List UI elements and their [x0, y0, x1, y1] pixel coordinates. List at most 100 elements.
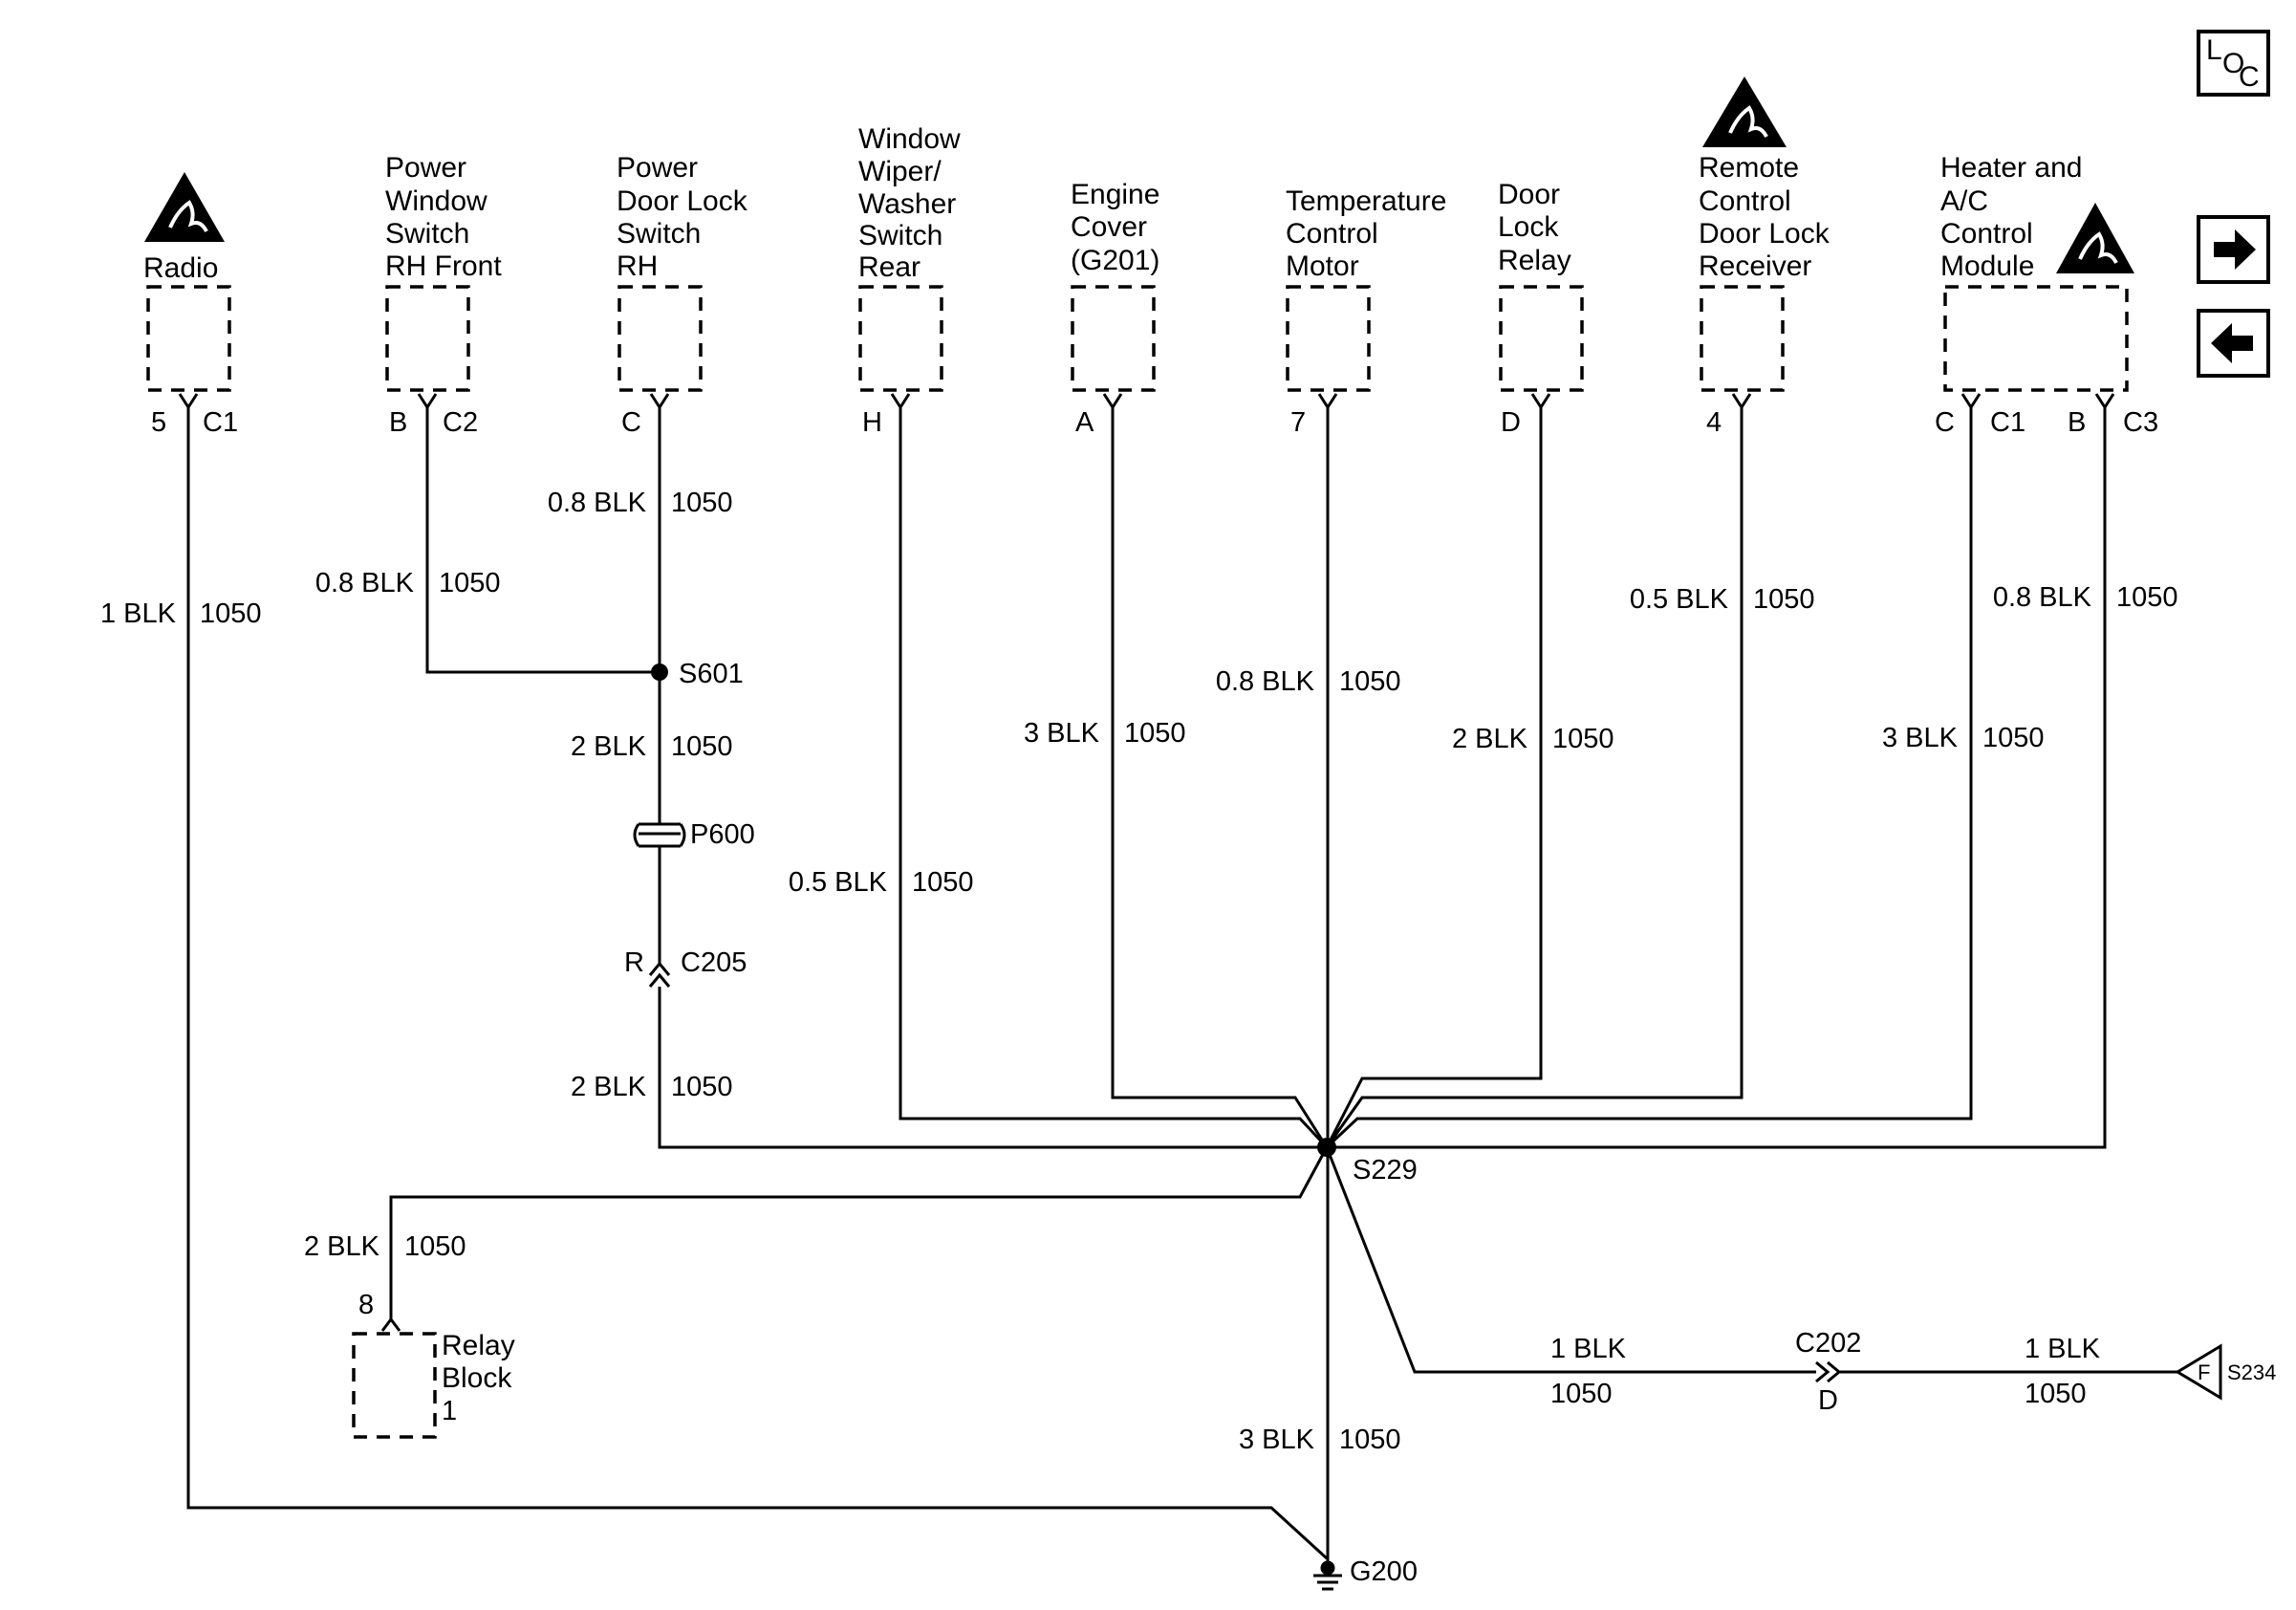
wire-wiper-size: 0.5 BLK — [789, 867, 888, 898]
wire-to-c202 — [1325, 1146, 1816, 1374]
hvac-connector-c3: C3 — [2123, 407, 2158, 438]
wire-dlr-size: 2 BLK — [1452, 724, 1528, 754]
splice-s229-label: S229 — [1353, 1155, 1418, 1186]
c202-pin: D — [1818, 1385, 1838, 1416]
wire-dlr — [1325, 407, 1543, 1148]
wire-temp-size: 0.8 BLK — [1216, 666, 1315, 697]
splice-s601-dot — [651, 664, 668, 681]
wire-to-s234-size: 1 BLK — [2025, 1334, 2101, 1364]
c205-connector-icon — [648, 961, 671, 988]
pws-pin: B — [389, 407, 407, 438]
wire-relay-size: 2 BLK — [304, 1231, 380, 1262]
power-door-lock-switch-box — [617, 285, 703, 392]
wire-labels: 1 BLK 1050 0.8 BLK 1050 0.8 BLK 1050 2 B… — [100, 488, 2178, 1455]
ground-icon — [1313, 1560, 1342, 1591]
loc-o: O — [2222, 48, 2244, 79]
relay-block-label: Relay Block — [442, 1330, 523, 1394]
pws-connector: C2 — [443, 407, 478, 438]
wire-rcdl — [1325, 407, 1744, 1148]
relay-block-number: 1 — [442, 1396, 457, 1426]
dlr-pin: D — [1501, 407, 1521, 438]
temperature-control-motor-box — [1286, 285, 1371, 392]
esd-warning-icon-hvac — [2056, 203, 2134, 273]
relay-block-box — [352, 1332, 437, 1439]
remote-door-lock-receiver-box — [1700, 285, 1785, 392]
engine-cover-label: Engine Cover (G201) — [1071, 179, 1168, 276]
wire-relay — [389, 1146, 1329, 1319]
p600-label: P600 — [690, 819, 755, 850]
radio-connector: C1 — [203, 407, 238, 438]
wire-engine-size: 3 BLK — [1024, 718, 1100, 749]
wire-pws — [425, 407, 660, 674]
pdl-pin: C — [621, 407, 641, 438]
wire-pdl-top-circuit: 1050 — [671, 488, 733, 518]
wiper-washer-switch-label: Window Wiper/ Washer Switch Rear — [858, 123, 968, 283]
wire-hvac-c3-size: 0.8 BLK — [1993, 582, 2092, 613]
door-lock-relay-label: Door Lock Relay — [1498, 179, 1571, 276]
loc-button[interactable]: L O C — [2197, 30, 2270, 97]
wire-hvac-c1 — [1325, 407, 1973, 1149]
wire-pdl-mid-size: 2 BLK — [571, 731, 647, 762]
previous-page-button[interactable] — [2197, 309, 2270, 378]
rcdl-pin: 4 — [1706, 407, 1722, 438]
wire-hvac-c1-circuit: 1050 — [1982, 723, 2045, 753]
wire-pdl-low-circuit: 1050 — [671, 1072, 733, 1102]
wire-ground-size: 3 BLK — [1239, 1425, 1315, 1455]
ground-label: G200 — [1350, 1556, 1418, 1587]
power-window-switch-label: Power Window Switch RH Front — [385, 152, 502, 282]
offpage-connector-icon — [2175, 1343, 2222, 1401]
wire-wiper-circuit: 1050 — [912, 867, 974, 898]
loc-l: L — [2206, 34, 2222, 66]
c202-connector-icon — [1815, 1360, 1842, 1383]
wire-relay-circuit: 1050 — [404, 1231, 466, 1262]
wire-wiper — [899, 407, 1329, 1149]
next-page-button[interactable] — [2197, 215, 2270, 284]
splice-s601-label: S601 — [679, 659, 744, 689]
wire-radio — [186, 407, 1329, 1560]
wire-pws-circuit: 1050 — [439, 568, 501, 598]
wire-hvac-c3-circuit: 1050 — [2116, 582, 2178, 613]
engine-cover-box — [1071, 285, 1156, 392]
door-lock-relay-box — [1499, 285, 1584, 392]
wire-engine-circuit: 1050 — [1124, 718, 1186, 749]
wire-pdl-mid-circuit: 1050 — [671, 731, 733, 762]
c205-pin: R — [624, 947, 644, 978]
wire-engine — [1111, 407, 1329, 1148]
wire-ground-circuit: 1050 — [1339, 1425, 1401, 1455]
remote-door-lock-receiver-label: Remote Control Door Lock Receiver — [1699, 152, 1837, 282]
temp-pin: 7 — [1290, 407, 1306, 438]
wire-temp-circuit: 1050 — [1339, 666, 1401, 697]
pin-marks — [178, 393, 2115, 1332]
offpage-letter: F — [2198, 1360, 2210, 1384]
wire-to-c202-circuit: 1050 — [1550, 1379, 1613, 1409]
hvac-connector-c1: C1 — [1990, 407, 2025, 438]
wire-rcdl-size: 0.5 BLK — [1630, 584, 1729, 615]
wiper-pin: H — [862, 407, 882, 438]
hvac-pin-b: B — [2068, 407, 2086, 438]
engine-pin: A — [1075, 407, 1094, 438]
esd-warning-icon-remote — [1702, 76, 1787, 147]
c205-label: C205 — [681, 947, 747, 978]
wiper-washer-switch-box — [858, 285, 943, 392]
wire-radio-circuit: 1050 — [200, 598, 262, 629]
c202-label: C202 — [1795, 1328, 1861, 1359]
wire-radio-size: 1 BLK — [100, 598, 177, 629]
radio-label: Radio — [143, 252, 218, 284]
hvac-pin-c: C — [1935, 407, 1955, 438]
temperature-control-motor-label: Temperature Control Motor — [1286, 185, 1455, 282]
power-window-switch-box — [385, 285, 470, 392]
radio-pin: 5 — [151, 407, 166, 438]
offpage-label: S234 — [2227, 1360, 2276, 1384]
wire-to-c202-size: 1 BLK — [1550, 1334, 1627, 1364]
hvac-control-module-box — [1943, 285, 2129, 392]
arrow-left-icon — [2211, 323, 2253, 363]
wire-pdl-low — [658, 987, 1327, 1149]
wire-to-s234-circuit: 1050 — [2025, 1379, 2087, 1409]
radio-box — [146, 285, 231, 392]
wire-pdl-top-size: 0.8 BLK — [548, 488, 647, 518]
p600-connector-icon — [633, 822, 686, 848]
wire-hvac-c1-size: 3 BLK — [1882, 723, 1959, 753]
wire-pws-size: 0.8 BLK — [315, 568, 415, 598]
power-door-lock-switch-label: Power Door Lock Switch RH — [617, 152, 755, 282]
